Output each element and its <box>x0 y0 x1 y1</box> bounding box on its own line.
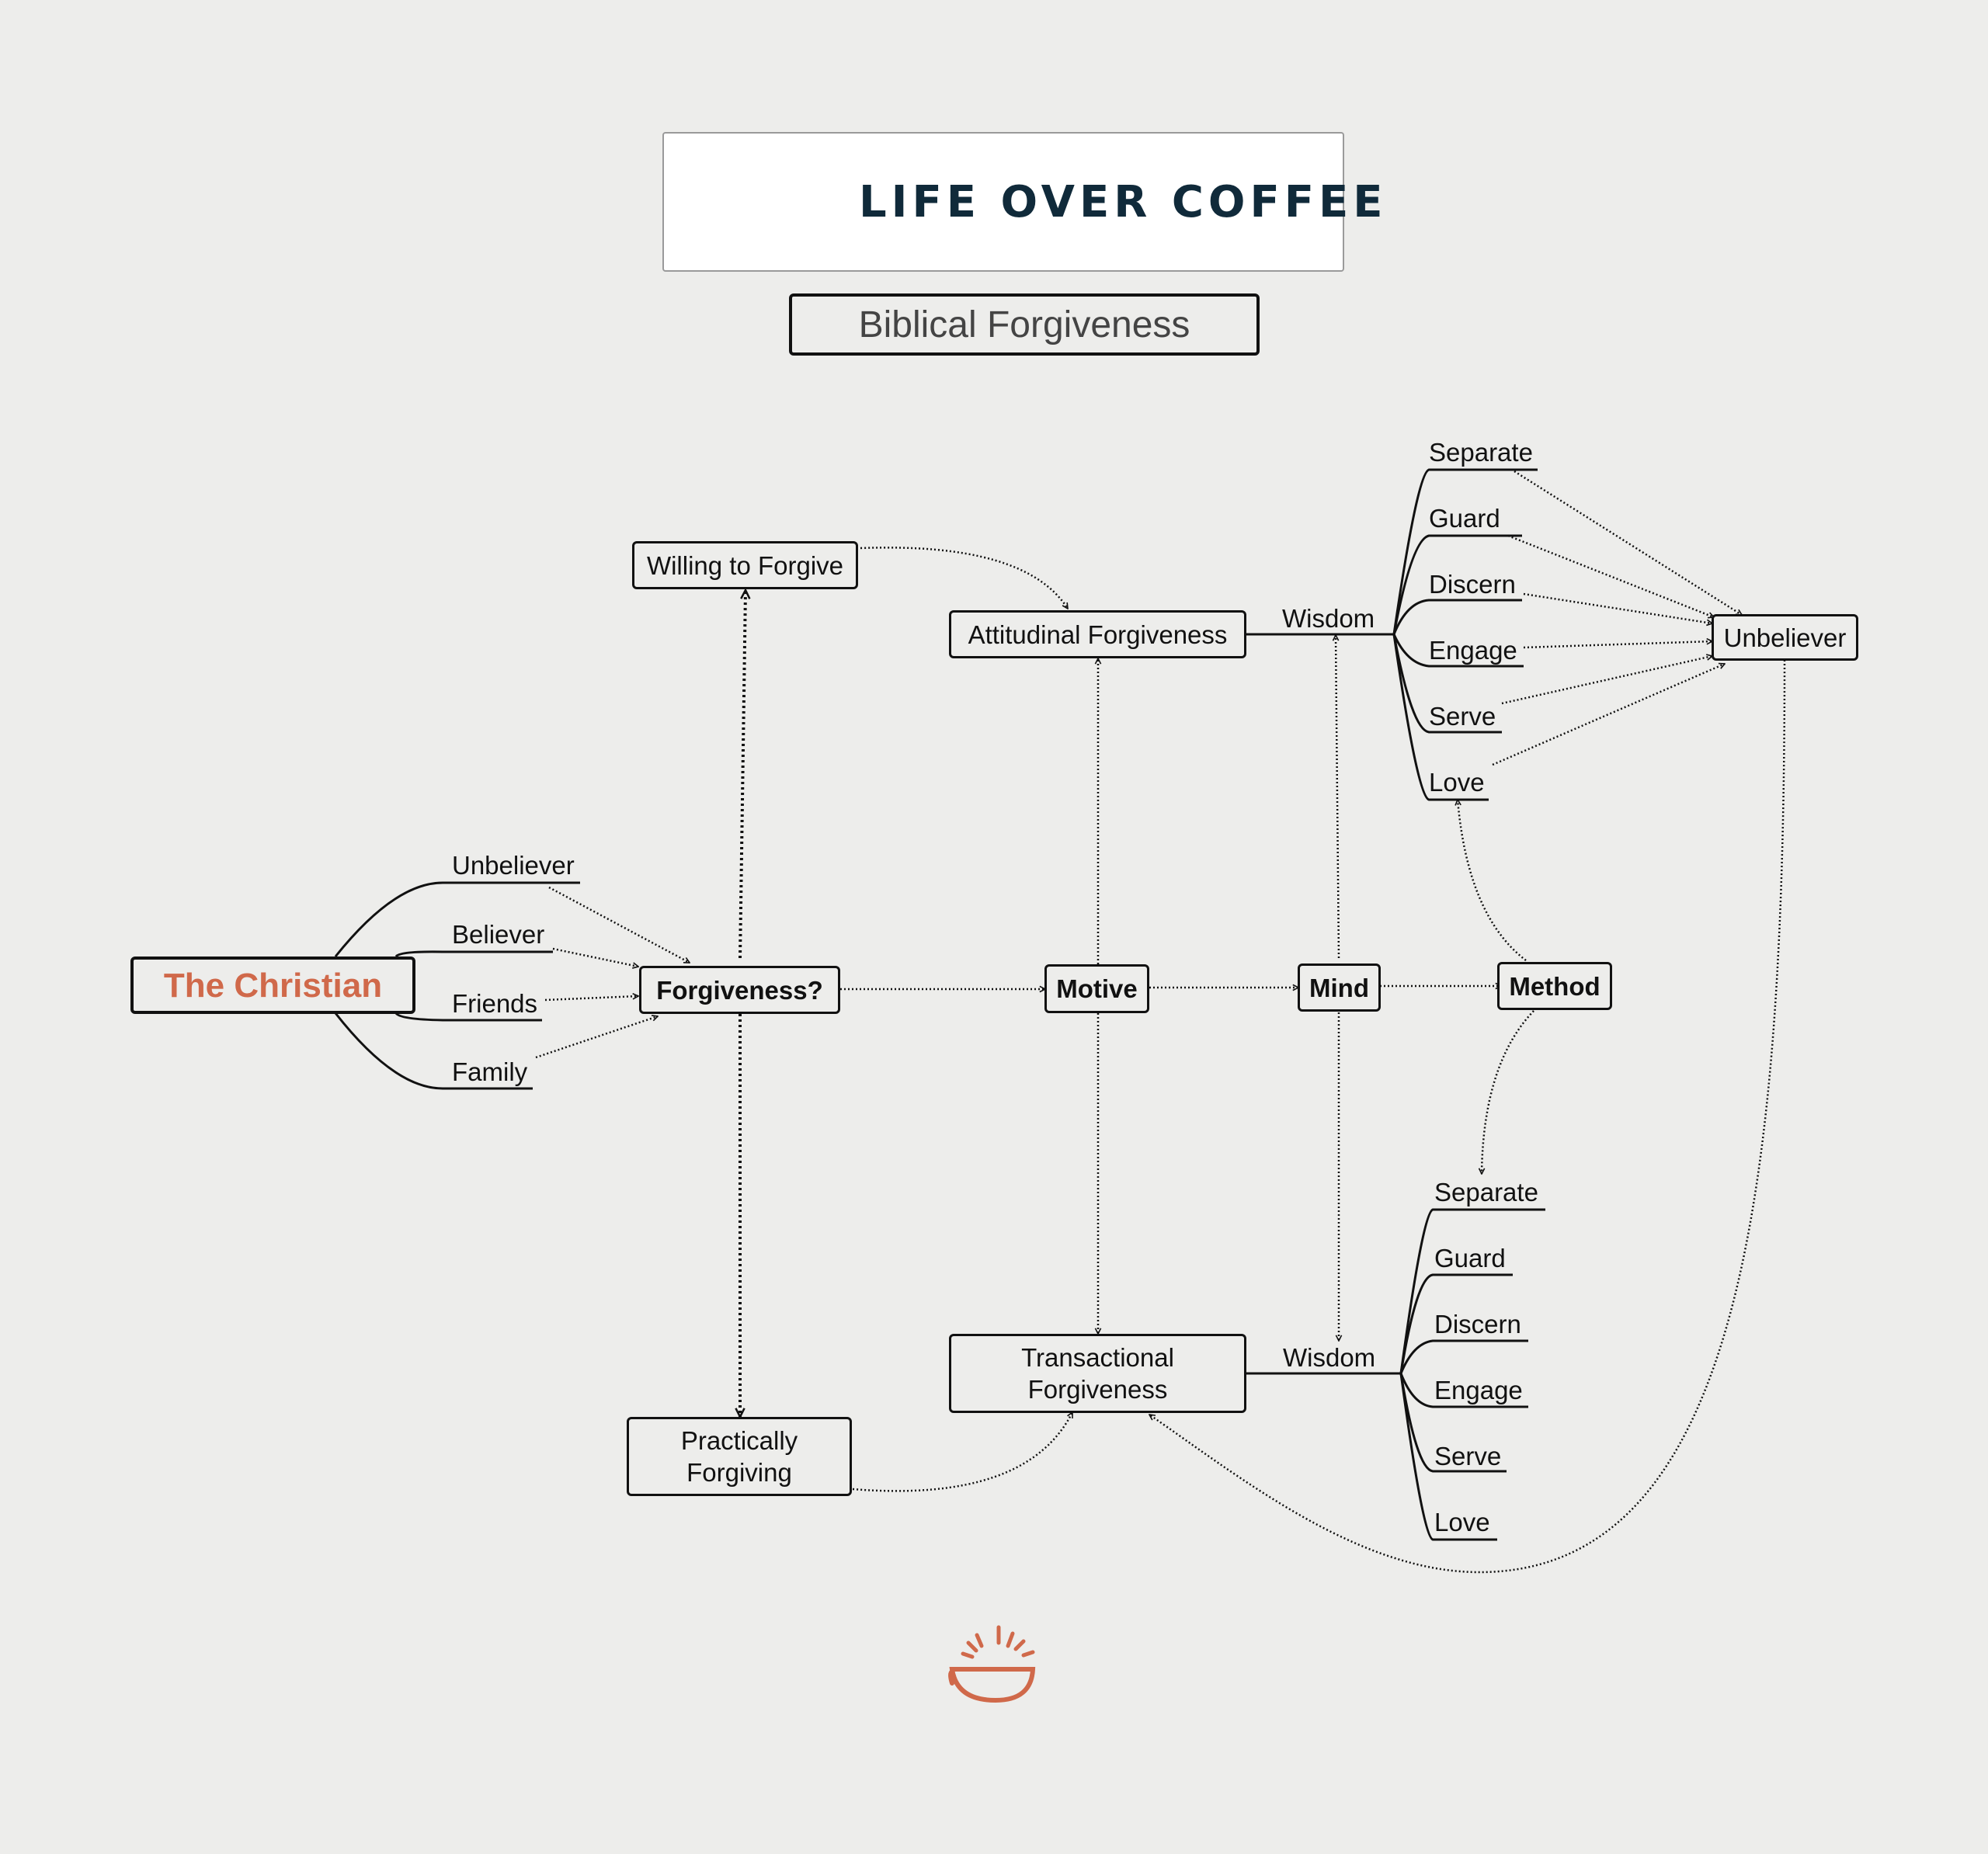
wisdom-bottom-discern: Discern <box>1434 1310 1521 1338</box>
wisdom-bottom-love: Love <box>1434 1508 1490 1536</box>
node-practically-forgiving: Practically Forgiving <box>627 1417 852 1496</box>
wisdom-top-serve: Serve <box>1429 702 1496 731</box>
wisdom-top-discern: Discern <box>1429 570 1516 599</box>
branch-label-believer: Believer <box>452 920 545 949</box>
wisdom-bottom-engage: Engage <box>1434 1376 1523 1404</box>
node-mind: Mind <box>1298 963 1381 1012</box>
wisdom-bottom-guard: Guard <box>1434 1244 1506 1272</box>
page-title: Biblical Forgiveness <box>789 293 1260 356</box>
branch-label-unbeliever: Unbeliever <box>452 851 575 880</box>
wisdom-top-guard: Guard <box>1429 504 1500 533</box>
node-attitudinal-forgiveness: Attitudinal Forgiveness <box>949 610 1246 658</box>
node-the-christian: The Christian <box>130 957 415 1014</box>
wisdom-label-top: Wisdom <box>1282 604 1375 633</box>
branch-label-friends: Friends <box>452 989 538 1018</box>
node-unbeliever: Unbeliever <box>1712 614 1858 661</box>
node-willing-to-forgive: Willing to Forgive <box>632 541 858 589</box>
node-method: Method <box>1497 962 1612 1010</box>
wisdom-top-love: Love <box>1429 768 1485 797</box>
node-motive: Motive <box>1044 964 1149 1013</box>
branch-label-family: Family <box>452 1057 528 1086</box>
wisdom-top-separate: Separate <box>1429 438 1533 467</box>
wisdom-bottom-serve: Serve <box>1434 1442 1502 1470</box>
wisdom-label-bottom: Wisdom <box>1283 1343 1376 1372</box>
node-transactional-forgiveness: Transactional Forgiveness <box>949 1334 1246 1413</box>
logo-banner <box>662 132 1344 272</box>
coffee-cup-footer-icon <box>948 1625 1036 1703</box>
logo-wordmark: LIFE OVER COFFEE <box>859 177 1388 227</box>
wisdom-bottom-separate: Separate <box>1434 1178 1538 1206</box>
node-forgiveness-question: Forgiveness? <box>639 966 840 1014</box>
wisdom-top-engage: Engage <box>1429 636 1517 665</box>
